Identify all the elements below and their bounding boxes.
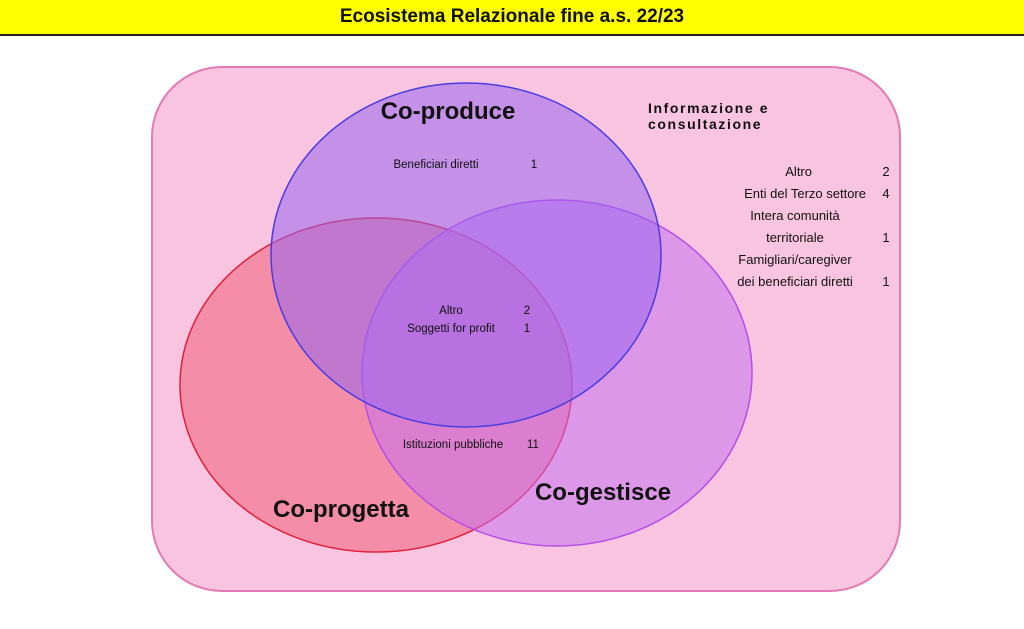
label-co-progetta: Co-progetta [273,496,410,523]
circle-co-produce [270,82,662,428]
region-label: Altro [439,305,463,317]
page-title: Ecosistema Relazionale fine a.s. 22/23 [0,0,1024,36]
info-item-label: territoriale [766,230,824,245]
info-item-label: Intera comunità [750,208,840,223]
region-label: Beneficiari diretti [393,159,478,171]
label-co-produce: Co-produce [381,98,516,125]
region-count: 1 [531,159,537,171]
info-item-count: 4 [882,186,889,201]
region-count: 1 [524,323,530,335]
info-item-label: dei beneficiari diretti [737,274,853,289]
region-count: 2 [524,305,530,317]
region-label: Istituzioni pubbliche [403,439,503,451]
info-title-line1: Informazione e [648,100,769,116]
info-item-label: Enti del Terzo settore [744,186,866,201]
info-item-label: Altro [785,164,812,179]
info-item-label: Famigliari/caregiver [738,252,852,267]
label-co-gestisce: Co-gestisce [535,479,671,506]
info-item-count: 1 [882,274,889,289]
region-count: 11 [527,439,539,451]
info-list: Altro 2 Enti del Terzo settore 4 Intera … [737,164,889,289]
info-item-count: 1 [882,230,889,245]
region-label: Soggetti for profit [407,323,495,335]
info-item-count: 2 [882,164,889,179]
info-title-line2: consultazione [648,116,762,132]
